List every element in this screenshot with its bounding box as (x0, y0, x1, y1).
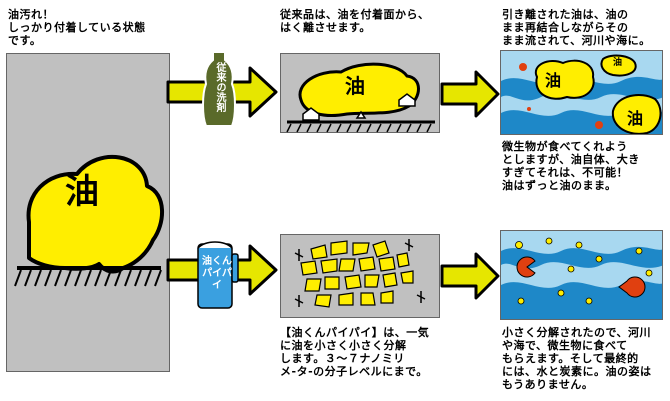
microbe-2 (618, 276, 646, 298)
arrow-to-sea-bottom (440, 252, 500, 300)
arrow-to-sea-top (440, 70, 500, 118)
caption-product-desc: 【油くんパイパイ】は、一気 に油を小さく小さく分解 します。３～７ナノミリ メ-… (280, 326, 430, 378)
panel-decomposed-particles (280, 234, 440, 318)
caption-peeled: 引き離された油は、油の まま再結合しながらその まま流されて、河川や海に。 (502, 8, 651, 47)
panel-microbes-eating (500, 230, 663, 320)
sea-oil-illustration (501, 54, 662, 134)
bottle-conventional-label: 従来の洗剤 (214, 62, 225, 112)
caption-conventional: 従来品は、油を付着面から、 はく離させます。 (280, 8, 430, 34)
panel-oil-in-sea: 油 油 油 (500, 50, 663, 135)
microbes-illustration (501, 237, 662, 319)
oil-label-sea-3: 油 (627, 109, 644, 128)
panel-conventional-peel: 油 (280, 53, 440, 133)
oil-blob-sea-3 (611, 94, 662, 134)
bottle-product-label: 油くん パイパイ (202, 256, 232, 291)
caption-stuck: 油汚れ！ しっかり付着している状態 です。 (8, 8, 146, 47)
oil-blob-sea-2 (600, 54, 637, 77)
caption-microbes-fail: 微生物が食べてくれよう としますが、油自体、大き すぎてそれは、不可能！ 油はず… (502, 140, 640, 192)
panel-stuck-oil: 油 (6, 53, 170, 372)
caption-decomposed: 小さく分解されたので、河川 や海で、微生物に食べて もらえます。そして最終的 に… (502, 326, 652, 391)
oil-label-mid: 油 (345, 74, 365, 98)
microbe-1 (516, 256, 536, 278)
oil-label-sea-1: 油 (545, 71, 562, 90)
bottle-conventional-icon (202, 51, 236, 127)
oil-blob-lifted (298, 62, 420, 117)
bottle-product-icon (197, 241, 239, 309)
oil-label-sea-2: 油 (613, 58, 623, 68)
particles-illustration (294, 239, 426, 308)
oil-label-big: 油 (65, 172, 99, 212)
peel-illustration (286, 62, 435, 133)
oil-blob-sea-1 (534, 59, 595, 100)
stuck-oil-illustration (14, 155, 165, 287)
